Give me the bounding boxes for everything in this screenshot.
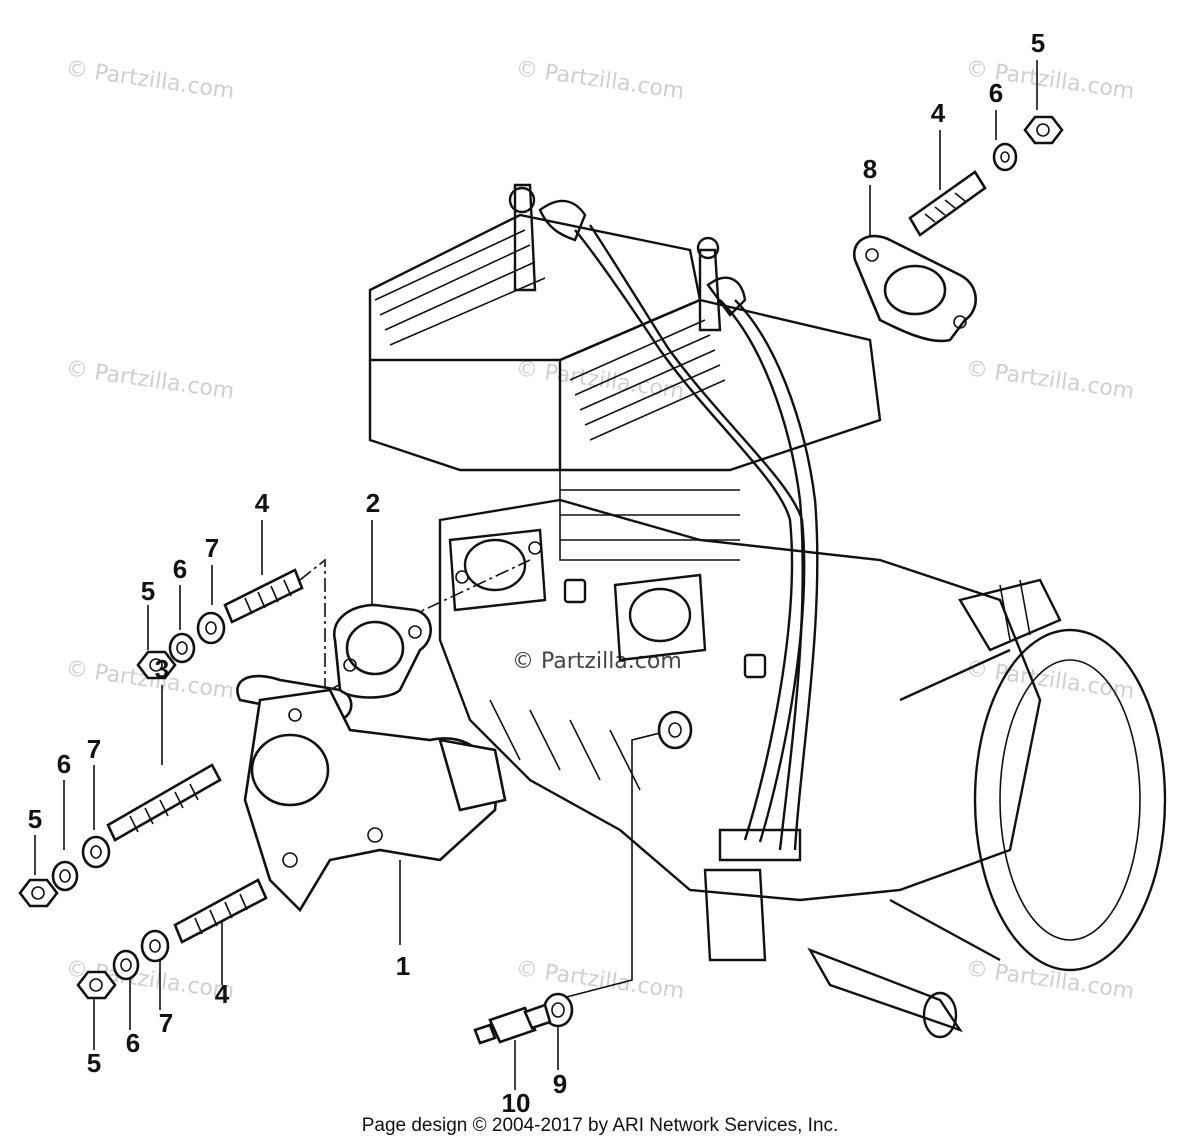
- callout-6: 6: [126, 1028, 140, 1058]
- part-lockwasher-6-d: [992, 142, 1018, 172]
- part-stud-4-upper-right: [908, 170, 987, 237]
- part-washer-7-b: [81, 835, 111, 869]
- part-nut-5-a: [136, 650, 177, 680]
- callout-4: 4: [215, 979, 230, 1009]
- watermark: © Partzilla.com: [964, 356, 1136, 404]
- callout-5: 5: [1031, 28, 1045, 58]
- callout-3: 3: [155, 654, 169, 684]
- callout-5: 5: [28, 804, 42, 834]
- part-nut-5-b: [18, 878, 59, 908]
- callout-8: 8: [863, 154, 877, 184]
- part-fitting-10: [473, 1003, 552, 1045]
- callout-4: 4: [931, 98, 946, 128]
- watermark: © Partzilla.com: [64, 56, 236, 104]
- part-lockwasher-6-a: [168, 632, 196, 664]
- callout-6: 6: [989, 78, 1003, 108]
- callout-5: 5: [87, 1048, 101, 1078]
- watermark: © Partzilla.com: [514, 956, 686, 1004]
- part-nut-5-d: [1023, 115, 1064, 145]
- callout-7: 7: [205, 533, 219, 563]
- callout-labels: 1 2 3 4 4 4 5 5 5 5 6 6 6 6 7 7 7 8 9 10: [28, 28, 1045, 1118]
- callout-10: 10: [502, 1088, 531, 1118]
- page-footer-copyright: Page design © 2004-2017 by ARI Network S…: [361, 1115, 839, 1136]
- callout-6: 6: [173, 554, 187, 584]
- part-stud-3: [106, 763, 222, 842]
- part-stud-4-left-upper: [223, 568, 304, 624]
- part-nut-5-c: [76, 970, 117, 1000]
- callout-7: 7: [87, 734, 101, 764]
- callout-5: 5: [141, 576, 155, 606]
- part-washer-engine: [657, 710, 693, 750]
- part-lockwasher-6-c: [112, 949, 140, 981]
- callout-2: 2: [366, 488, 380, 518]
- part-washer-7-a: [196, 611, 226, 645]
- watermark: © Partzilla.com: [514, 356, 686, 404]
- callout-6: 6: [57, 749, 71, 779]
- part-gasket-2: [332, 603, 432, 699]
- watermark: © Partzilla.com: [514, 56, 686, 104]
- part-stud-4-left-lower: [173, 878, 268, 944]
- part-lockwasher-6-b: [51, 860, 79, 892]
- callout-9: 9: [553, 1069, 567, 1099]
- callout-1: 1: [396, 951, 410, 981]
- watermark: © Partzilla.com: [964, 956, 1136, 1004]
- callout-7: 7: [159, 1008, 173, 1038]
- callout-4: 4: [255, 488, 270, 518]
- watermark: © Partzilla.com: [64, 356, 236, 404]
- watermark: © Partzilla.com: [964, 656, 1136, 704]
- part-gasket-8: [852, 234, 977, 343]
- part-washer-7-c: [140, 929, 170, 963]
- engine-illustration: [368, 183, 1167, 1039]
- part-exhaust-flange: [236, 674, 507, 913]
- watermark-center: © Partzilla.com: [512, 649, 682, 674]
